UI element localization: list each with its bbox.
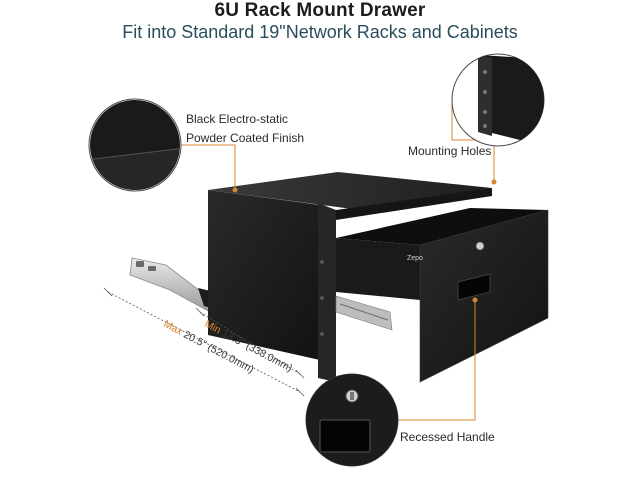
page-title: 6U Rack Mount Drawer — [214, 0, 426, 21]
drawer — [335, 208, 549, 383]
finish-label-line2: Powder Coated Finish — [186, 131, 305, 145]
handle-marker — [472, 297, 478, 303]
mounting-holes-label: Mounting Holes — [408, 144, 492, 158]
finish-marker — [232, 187, 238, 193]
callout-leaders — [180, 100, 495, 421]
page-subtitle: Fit into Standard 19"Network Racks and C… — [122, 22, 518, 42]
brand-logo: Zepo — [407, 255, 423, 262]
finish-label-line1: Black Electro-static — [186, 112, 289, 126]
mounting-holes-callout — [451, 53, 545, 147]
recessed-handle-callout — [305, 373, 399, 467]
mounting-marker — [491, 179, 497, 185]
recessed-handle-label: Recessed Handle — [400, 430, 495, 444]
rack-drawer-cabinet — [208, 172, 492, 382]
recessed-handle — [457, 273, 491, 301]
finish-label: Black Electro-static Powder Coated Finis… — [186, 110, 304, 148]
lock-icon — [475, 241, 485, 251]
finish-detail-callout — [88, 98, 182, 192]
dimension-lines — [103, 287, 305, 397]
